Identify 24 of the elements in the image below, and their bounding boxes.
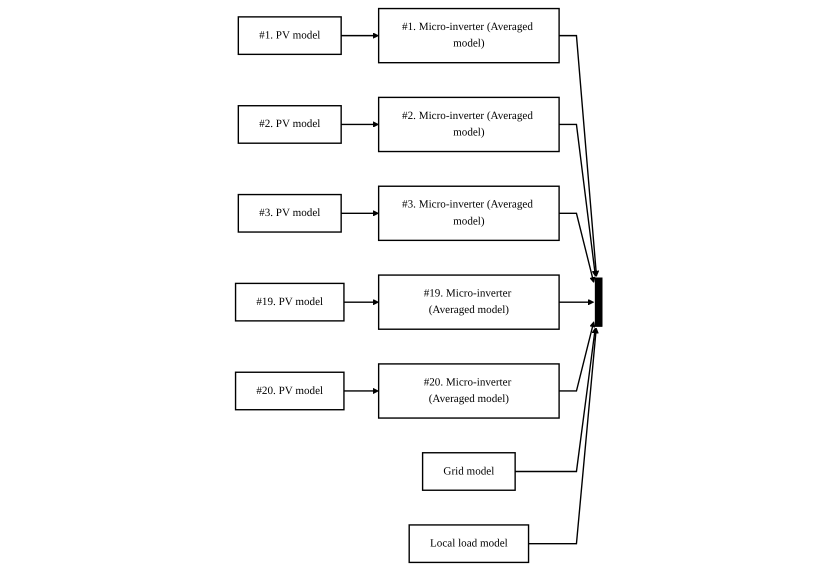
node-box: #19. PV model [235,282,345,322]
node-box: #20. PV model [235,372,345,410]
arrow [528,328,599,544]
arrow [344,299,380,306]
arrow [559,299,594,306]
node-box: Local load model [408,524,530,564]
node-box: #3. Micro-inverter (Averaged model) [378,186,560,242]
arrow [559,124,598,277]
node-box: #1. Micro-inverter (Averaged model) [378,8,560,64]
node-box: #20. Micro-inverter (Averaged model) [378,363,560,419]
node-box: Grid model [422,452,516,491]
arrow [344,388,380,394]
node-box: #19. Micro-inverter (Averaged model) [378,274,560,330]
arrow [341,210,380,216]
arrow [559,34,600,277]
arrow [341,121,380,128]
arrow [559,212,596,283]
node-box: #1. PV model [238,16,342,56]
node-box: #2. Micro-inverter (Averaged model) [378,96,560,152]
node-box: #2. PV model [238,105,342,144]
node-box: #3. PV model [238,194,342,233]
arrow [515,328,598,472]
arrow [559,321,596,392]
arrow [341,32,380,39]
